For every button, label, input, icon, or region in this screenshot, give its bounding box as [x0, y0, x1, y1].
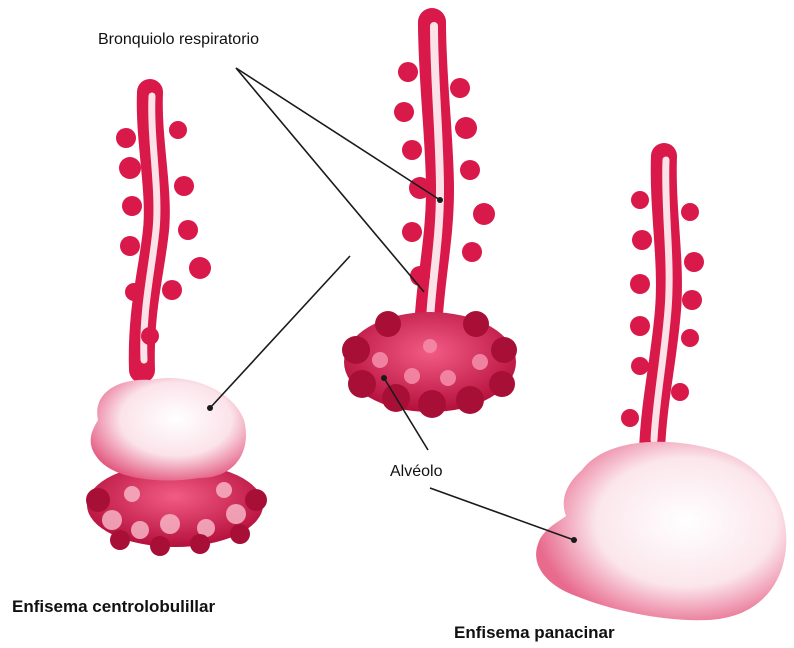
panacinar-structure [536, 156, 786, 620]
normal-structure [342, 22, 517, 418]
bronchiole-leader-1 [236, 68, 440, 200]
bronchiole-leader-2 [236, 68, 424, 292]
centrilobular-caption: Enfisema centrolobulillar [12, 598, 215, 615]
centrilobular-sac-leader [210, 256, 350, 408]
middle-alveolar-cluster [342, 311, 517, 418]
panacinar-caption: Enfisema panacinar [454, 624, 615, 641]
alveolus-leader-2 [430, 488, 574, 540]
bronchiole-label: Bronquiolo respiratorio [98, 32, 259, 48]
alveolus-label: Alvéolo [390, 464, 442, 480]
centrilobular-structure [86, 92, 267, 556]
right-enlarged-sac [536, 442, 786, 620]
